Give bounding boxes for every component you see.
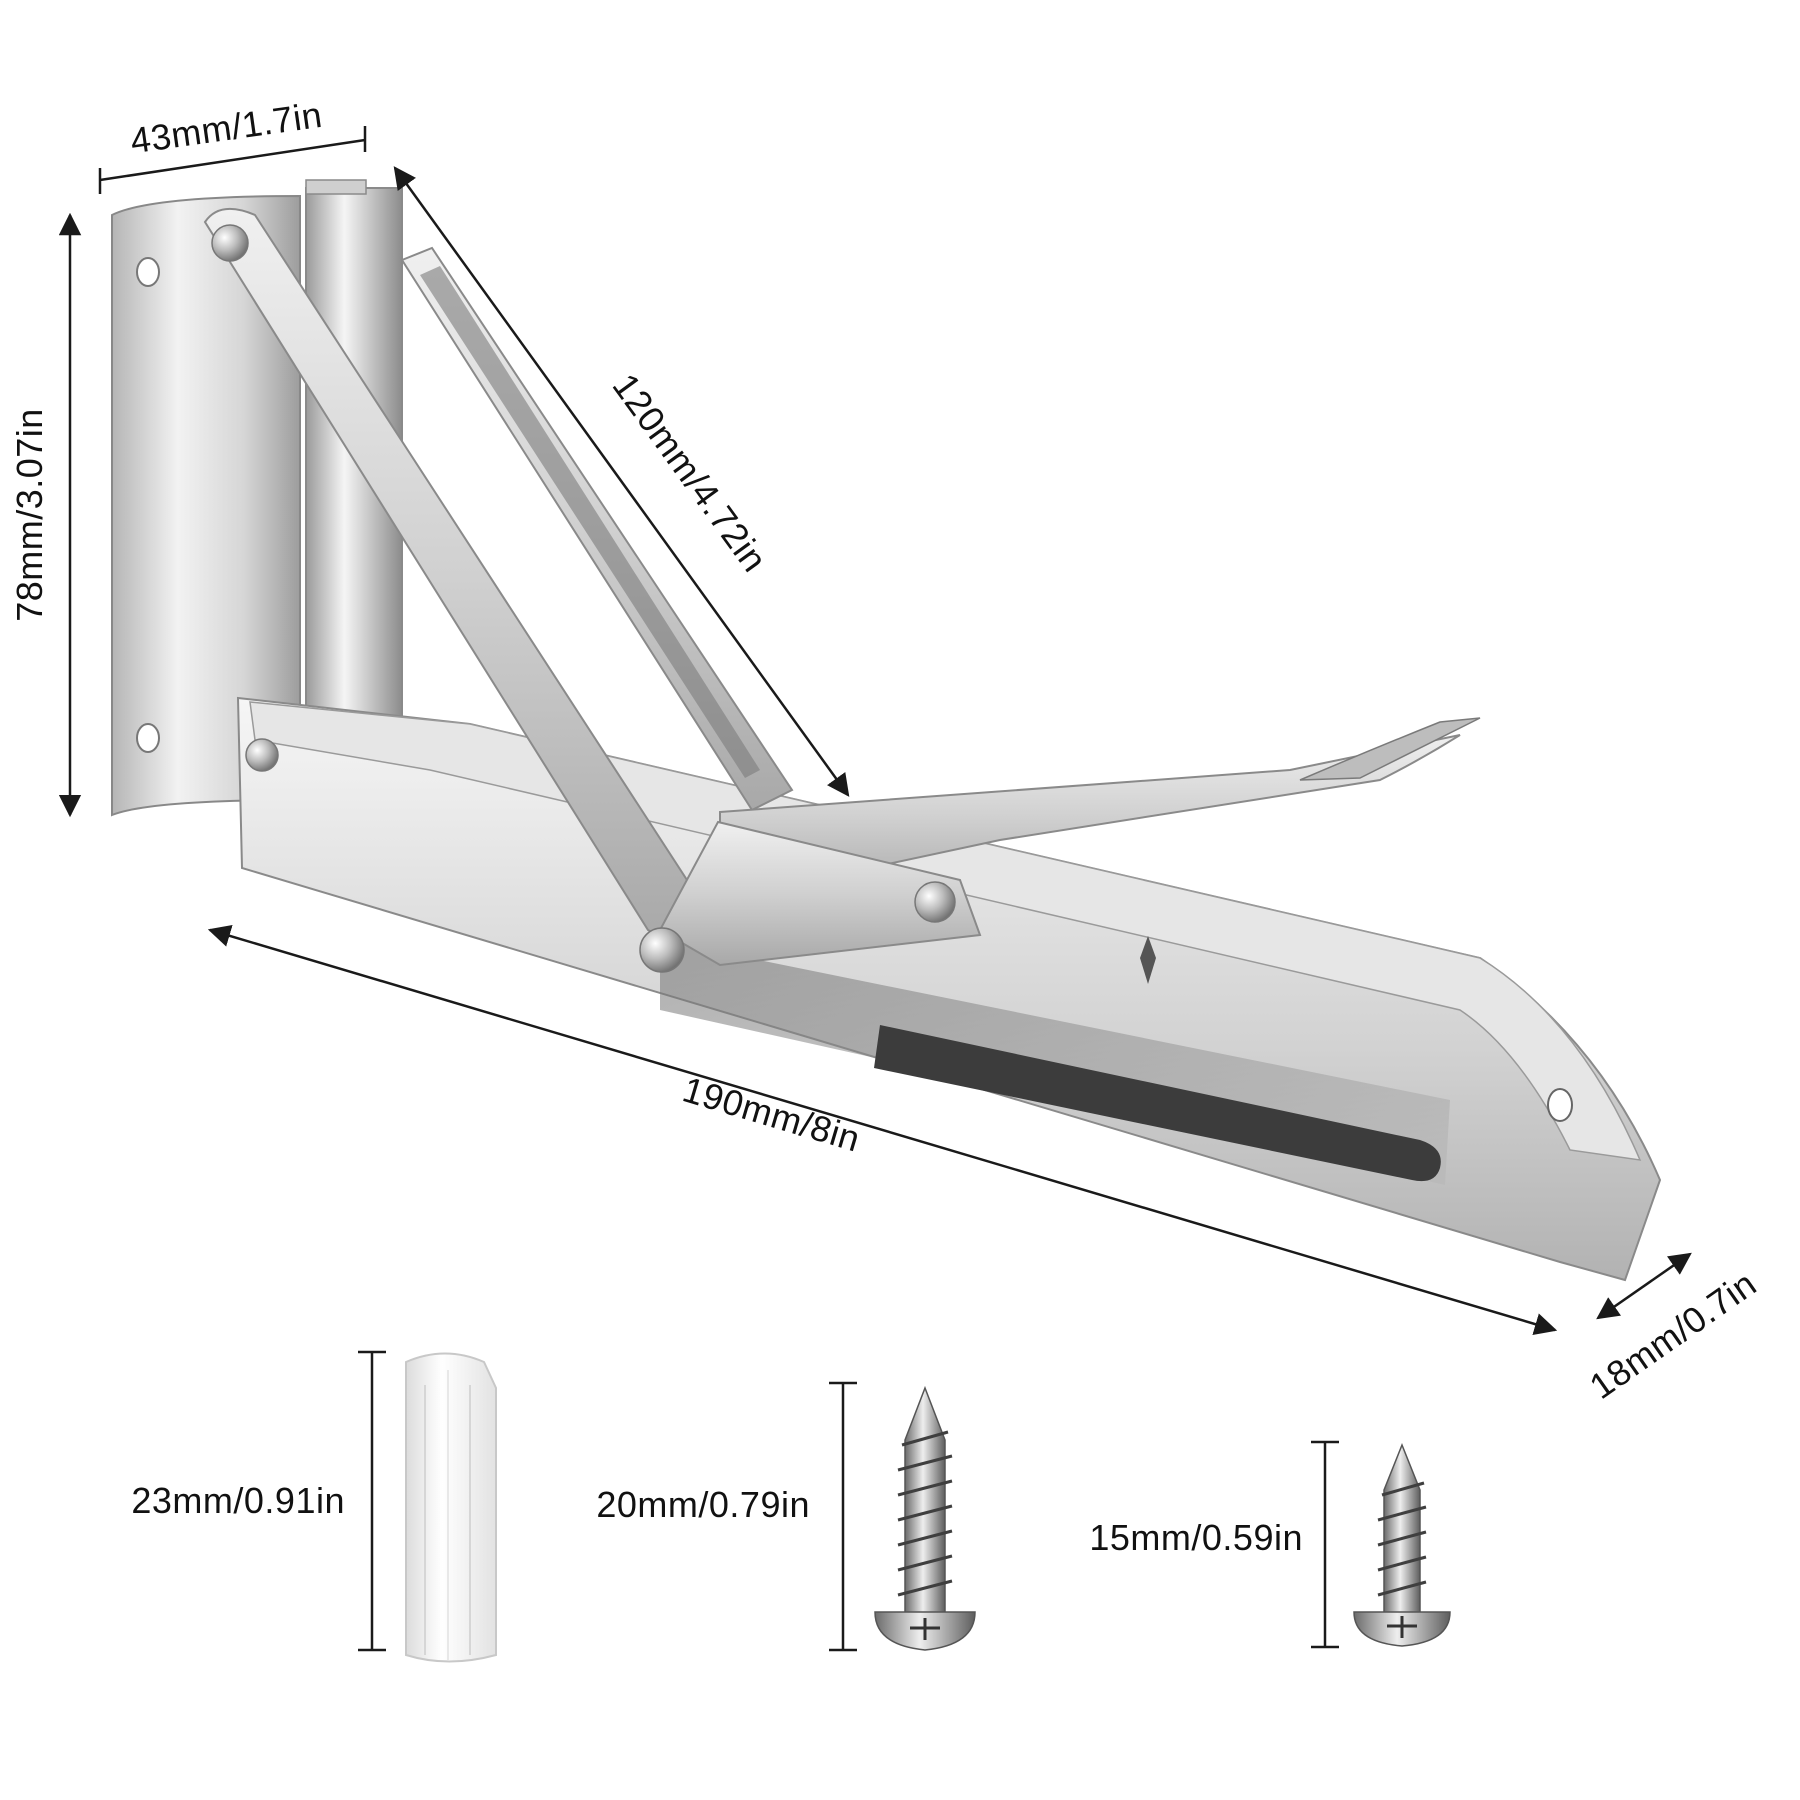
release-lever xyxy=(1299,717,1481,781)
label-bracket-depth: 18mm/0.7in xyxy=(1582,1263,1764,1407)
label-bracket-height: 78mm/3.07in xyxy=(9,408,50,622)
label-short-screw-length: 15mm/0.59in xyxy=(1089,1517,1303,1558)
label-anchor-length: 23mm/0.91in xyxy=(131,1480,345,1521)
dim-line-depth xyxy=(1596,1252,1692,1320)
rivet xyxy=(211,224,249,262)
long-screw-icon xyxy=(874,1385,976,1651)
channel-end-hole xyxy=(1547,1088,1573,1122)
folding-bracket-icon xyxy=(111,179,1662,1282)
rivet xyxy=(914,881,956,923)
dimension-lines xyxy=(58,126,1692,1652)
rivet xyxy=(639,927,685,973)
label-long-screw-length: 20mm/0.79in xyxy=(596,1484,810,1525)
short-screw-icon xyxy=(1353,1442,1451,1647)
wall-anchor-icon xyxy=(405,1352,497,1663)
sliding-arm xyxy=(719,734,1461,902)
plate-hole-top xyxy=(136,257,160,287)
dim-line-width xyxy=(99,138,366,182)
label-bracket-length: 190mm/8in xyxy=(678,1068,865,1159)
dim-line-length xyxy=(207,924,1558,1336)
dim-line-arm xyxy=(393,166,850,797)
plate-hole-bottom xyxy=(136,723,160,753)
rivet xyxy=(245,738,279,772)
